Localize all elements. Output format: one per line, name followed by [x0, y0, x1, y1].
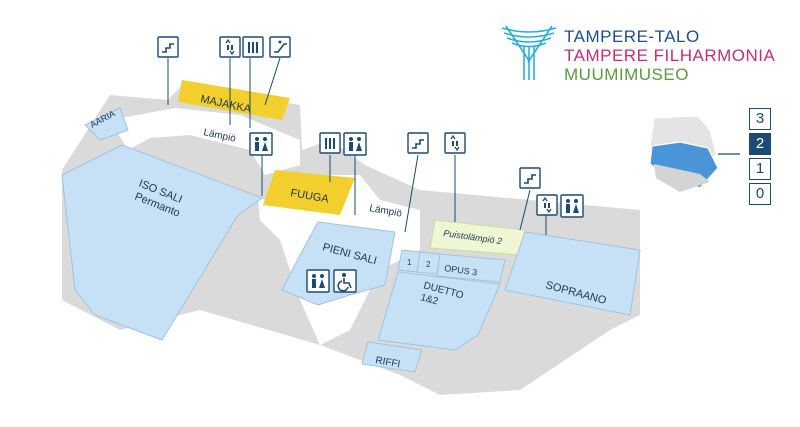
- tampere-talo-logo: TAMPERE-TALO TAMPERE FILHARMONIA MUUMIMU…: [500, 22, 790, 92]
- floor-button-3[interactable]: 3: [749, 108, 771, 130]
- label-room-1: 1: [407, 258, 412, 267]
- logo-line-tampere-talo: TAMPERE-TALO: [564, 27, 700, 46]
- restroom-icon[interactable]: [242, 36, 264, 58]
- restroom-icon[interactable]: [306, 269, 330, 293]
- elevator-icon[interactable]: [536, 194, 558, 216]
- stairs-icon[interactable]: [157, 36, 179, 58]
- room-aaria[interactable]: [84, 107, 129, 141]
- floor-selector: 3 2 1 0: [749, 108, 775, 208]
- floor-button-2[interactable]: 2: [749, 133, 771, 155]
- logo-mark-icon: [501, 25, 557, 80]
- label-riffi: RIFFI: [374, 355, 401, 370]
- room-opus-3[interactable]: [436, 253, 506, 283]
- label-room-2: 2: [426, 260, 431, 269]
- floor-button-1[interactable]: 1: [749, 158, 771, 180]
- logo-line-tampere-filharmonia: TAMPERE FILHARMONIA: [564, 46, 776, 65]
- restroom-icon[interactable]: [249, 132, 273, 156]
- stairs-icon[interactable]: [519, 167, 541, 189]
- icon-pointers: [167, 57, 547, 235]
- lobby-area: [110, 108, 300, 175]
- escalator-icon[interactable]: [269, 36, 291, 58]
- building-overview-icon: [649, 115, 740, 192]
- logo-line-muumimuseo: MUUMIMUSEO: [564, 65, 689, 84]
- room-sopraano[interactable]: [504, 231, 641, 316]
- room-fuuga[interactable]: [263, 170, 355, 215]
- room-iso-sali[interactable]: [61, 144, 264, 341]
- restroom-icon[interactable]: [319, 132, 341, 154]
- stairs-icon[interactable]: [407, 132, 429, 154]
- restroom-icon[interactable]: [560, 194, 584, 218]
- label-duetto-12: 1&2: [419, 292, 439, 307]
- floor-button-0[interactable]: 0: [749, 183, 771, 205]
- room-riffi[interactable]: [361, 341, 423, 373]
- restroom-icon[interactable]: [343, 132, 367, 156]
- room-duetto[interactable]: [377, 271, 501, 351]
- elevator-icon[interactable]: [219, 36, 241, 58]
- accessible-icon[interactable]: [333, 269, 357, 293]
- label-opus-3: OPUS 3: [444, 263, 478, 277]
- room-majakka[interactable]: [178, 80, 290, 120]
- elevator-icon[interactable]: [444, 132, 466, 154]
